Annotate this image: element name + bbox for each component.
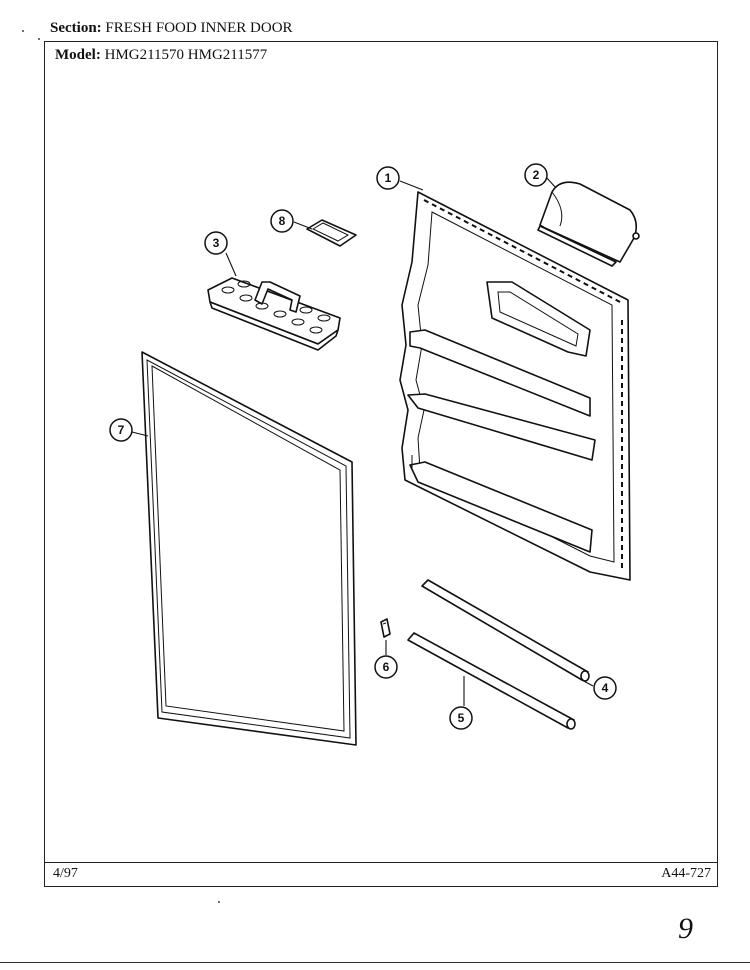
callout-7: 7 [109, 418, 133, 442]
upper-shelf-rod [421, 579, 590, 682]
shelf-clip [380, 618, 391, 638]
callout-7-number: 7 [118, 423, 125, 437]
callout-1-number: 1 [385, 171, 392, 185]
callout-3: 3 [204, 231, 228, 255]
callout-2: 2 [524, 163, 548, 187]
model-heading: Model: HMG211570 HMG211577 [55, 47, 267, 64]
diagram-frame: Model: HMG211570 HMG211577 4/97 A44-727 [44, 41, 718, 887]
callout-4-number: 4 [602, 681, 609, 695]
scan-speck [218, 901, 220, 903]
revision-date: 4/97 [53, 866, 78, 881]
butter-compartment-door [537, 181, 640, 267]
model-label: Model: [55, 47, 101, 63]
callout-2-number: 2 [533, 168, 540, 182]
callout-5-number: 5 [458, 711, 465, 725]
callout-5: 5 [449, 706, 473, 730]
callout-4: 4 [593, 676, 617, 700]
lower-shelf-rod [407, 632, 576, 730]
scan-speck [38, 38, 40, 40]
callout-8-number: 8 [279, 214, 286, 228]
inner-door-liner [399, 191, 631, 581]
small-tray [306, 219, 357, 247]
leader-lines [131, 176, 594, 706]
handwritten-page-mark: 9 [678, 912, 693, 945]
callout-8: 8 [270, 209, 294, 233]
page-bottom-rule [0, 962, 750, 963]
section-label: Section: [50, 20, 102, 36]
callout-3-number: 3 [213, 236, 220, 250]
callout-6-number: 6 [383, 660, 390, 674]
footer-divider [45, 862, 717, 863]
door-gasket [141, 351, 357, 746]
egg-tray [207, 277, 341, 351]
section-heading: Section: FRESH FOOD INNER DOOR [50, 20, 293, 37]
diagram-code: A44-727 [661, 866, 711, 881]
callout-1: 1 [376, 166, 400, 190]
model-value: HMG211570 HMG211577 [104, 47, 268, 63]
callout-6: 6 [374, 655, 398, 679]
scan-speck [22, 30, 24, 32]
section-value: FRESH FOOD INNER DOOR [105, 20, 293, 36]
